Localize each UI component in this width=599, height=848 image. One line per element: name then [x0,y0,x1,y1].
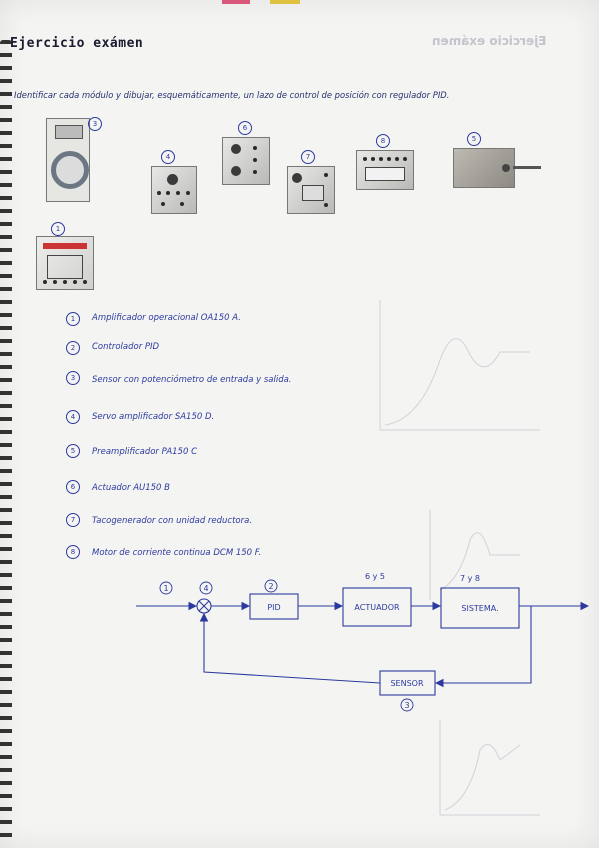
summing-cross [198,600,210,612]
photo-number: 1 [51,222,65,236]
sum-number: 4 [203,584,208,593]
list-number: 1 [66,312,80,326]
system-number: 7 y 8 [460,574,480,583]
feedback-line [199,612,381,684]
photo-number: 8 [376,134,390,148]
actuator-number: 6 y 5 [365,572,385,581]
module-photo-tachogenerator [287,166,335,214]
module-photo-encoder [46,118,90,202]
list-number: 8 [66,545,80,559]
photo-cable [513,166,541,169]
system-block [440,587,520,629]
input-number: 1 [163,584,168,593]
actuator-label: ACTUADOR [354,603,400,612]
feedback-line [434,606,532,688]
top-tab-pink [222,0,250,4]
list-number: 2 [66,341,80,355]
module-photo-op-amp [36,236,94,290]
photo-number: 5 [467,132,481,146]
list-item: Servo amplificador SA150 D. [92,412,215,422]
photo-number: 7 [301,150,315,164]
list-item: Tacogenerador con unidad reductora. [92,516,253,526]
module-photo-preamplifier [453,148,515,188]
instruction-text: Identificar cada módulo y dibujar, esque… [14,90,450,100]
module-photo-actuator [222,137,270,185]
module-photo-dc-motor [356,150,414,190]
list-item: Actuador AU150 B [92,483,171,493]
pid-number: 2 [268,582,273,591]
list-number: 5 [66,444,80,458]
list-item: Preamplificador PA150 C [92,447,198,457]
sensor-label: SENSOR [390,679,423,688]
list-number: 4 [66,410,80,424]
spiral-binding [0,40,12,840]
page-title: Ejercicio exámen [10,36,144,51]
list-item: Sensor con potenciómetro de entrada y sa… [92,375,292,385]
module-photo-servo-amplifier [151,166,197,214]
list-number: 7 [66,513,80,527]
sensor-number: 3 [404,701,409,710]
photo-number: 4 [161,150,175,164]
photo-number: 6 [238,121,252,135]
list-item: Amplificador operacional OA150 A. [92,313,241,323]
list-item: Controlador PID [92,342,160,352]
list-item: Motor de corriente continua DCM 150 F. [92,548,262,558]
photo-number: 3 [88,117,102,131]
list-number: 3 [66,371,80,385]
pid-label: PID [267,603,280,612]
list-number: 6 [66,480,80,494]
system-label: SISTEMA. [461,604,498,613]
actuator-block [342,587,412,627]
top-tab-yellow [270,0,300,4]
